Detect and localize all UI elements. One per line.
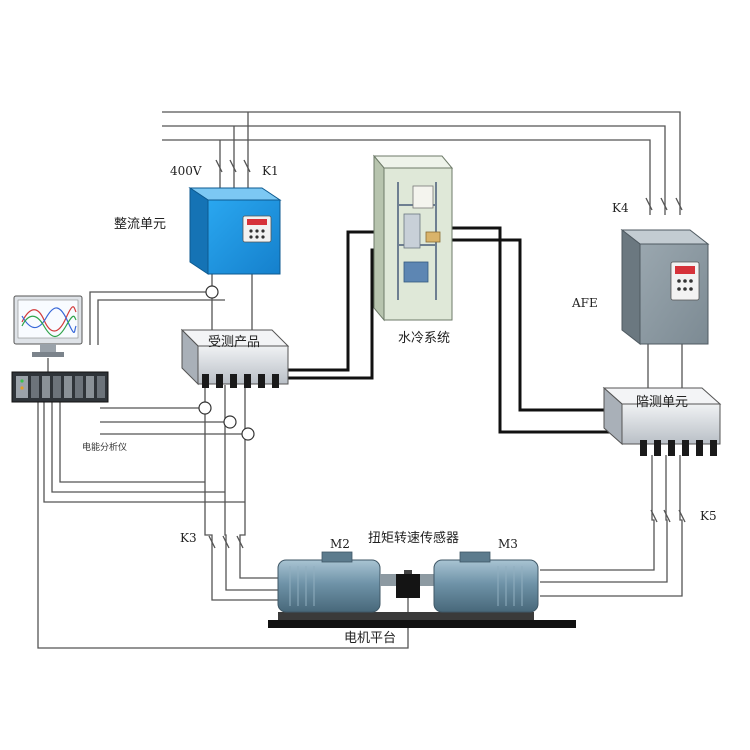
k4-contact-a <box>645 197 653 211</box>
motor-m3 <box>420 551 539 613</box>
k5-contact-c <box>678 509 686 523</box>
water-cooling-cabinet <box>372 154 454 322</box>
cooling-cables <box>272 226 612 434</box>
bus-line-2 <box>162 125 666 215</box>
k4-contact-c <box>675 197 683 211</box>
analyzer-rack-icon <box>11 371 109 403</box>
m2-label: M2 <box>330 537 350 551</box>
dut-phase-u <box>204 385 278 601</box>
k5-contact-a <box>650 509 658 523</box>
power-analyzer-label: 电能分析仪 <box>82 443 128 453</box>
platform-frame <box>278 612 534 620</box>
k4-label: K4 <box>612 201 629 215</box>
afe-label: AFE <box>572 296 598 310</box>
meas-loop-6 <box>59 400 205 483</box>
comp-phase-w <box>540 455 683 597</box>
current-sensor-icon <box>223 415 237 429</box>
motor-platform-label: 电机平台 <box>344 631 397 646</box>
grid-wiring <box>37 111 683 649</box>
comp-front <box>621 403 721 445</box>
rectifier-side <box>189 187 209 275</box>
bus-line-1 <box>162 111 681 215</box>
cooling-return-comp <box>452 238 612 412</box>
k3-contact-b <box>222 535 230 549</box>
k1-label: K1 <box>262 164 279 178</box>
k1-contact-c <box>243 159 251 173</box>
meas-loop-2 <box>97 299 225 345</box>
cooling-supply-comp <box>452 226 612 434</box>
k5-label: K5 <box>700 509 717 523</box>
bus-line-3 <box>162 139 651 215</box>
k3-label: K3 <box>180 531 197 545</box>
comp-phase-v <box>540 455 668 583</box>
afe-side <box>621 228 641 346</box>
cabinet-valve <box>425 231 441 243</box>
torque-sensor-label: 扭矩转速传感器 <box>368 531 460 546</box>
motor-m2 <box>277 551 396 613</box>
cabinet-side <box>373 154 385 322</box>
m3-label: M3 <box>498 537 518 551</box>
meas-loop-7 <box>51 400 225 493</box>
dut-phase-v <box>224 385 278 591</box>
dut-label: 受测产品 <box>208 335 261 350</box>
current-sensor-icon <box>241 427 255 441</box>
k1-contact-a <box>215 159 223 173</box>
switch-contacts <box>208 159 686 549</box>
cabinet-tank <box>403 213 421 249</box>
dut-phase-w <box>239 385 278 579</box>
current-sensor-icon <box>205 285 219 299</box>
cooling-return-dut <box>272 230 378 372</box>
k1-contact-b <box>229 159 237 173</box>
voltage-label: 400V <box>170 164 202 178</box>
dut-terminals <box>202 374 279 388</box>
cabinet-pump <box>403 261 429 283</box>
k3-contact-a <box>208 535 216 549</box>
rectifier-unit-label: 整流单元 <box>114 217 167 232</box>
rectifier-unit <box>188 187 282 275</box>
monitor-icon <box>13 295 83 357</box>
k3-contact-c <box>236 535 244 549</box>
torque-sensor <box>396 570 420 598</box>
meas-loop-8 <box>43 400 245 503</box>
display-keypad-icon <box>670 261 700 301</box>
current-sensors <box>198 285 255 441</box>
companion-unit <box>602 386 722 456</box>
current-sensor-icon <box>198 401 212 415</box>
motor-platform <box>268 612 576 628</box>
comp-terminals <box>640 440 717 456</box>
afe-unit <box>620 228 710 346</box>
meas-loop-1 <box>89 291 212 345</box>
platform-base <box>268 620 576 628</box>
cabinet-control-box <box>412 185 434 209</box>
k5-contact-b <box>663 509 671 523</box>
display-keypad-icon <box>242 215 272 243</box>
comp-phase-u <box>540 455 655 571</box>
cabinet-top <box>372 155 454 169</box>
k4-contact-b <box>660 197 668 211</box>
dut-unit <box>180 328 290 388</box>
water-cooling-label: 水冷系统 <box>398 331 451 346</box>
companion-unit-label: 陪测单元 <box>636 395 689 410</box>
